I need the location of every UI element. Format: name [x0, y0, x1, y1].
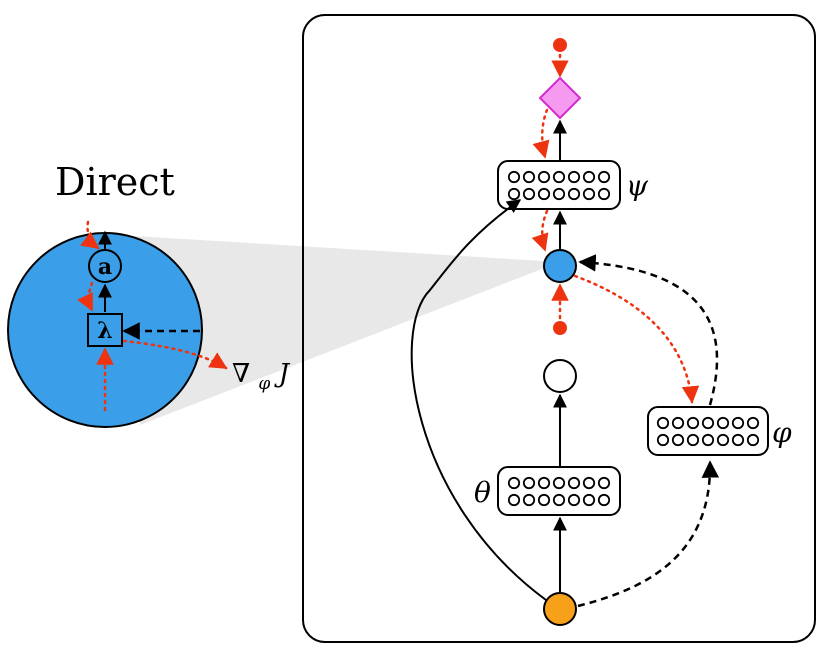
- network-phi-neurons: [656, 416, 760, 447]
- theta-neuron: [582, 493, 596, 507]
- label-phi: φ: [772, 416, 792, 449]
- gradient-label: ∇ φ J: [232, 359, 291, 396]
- pink-diamond-node: [538, 76, 582, 120]
- psi-neuron: [567, 187, 581, 201]
- psi-neuron: [537, 187, 551, 201]
- red-arrow-blue-to-phi: [573, 274, 700, 404]
- phi-neuron: [671, 433, 685, 447]
- psi-neuron: [522, 187, 536, 201]
- orange-node: [543, 592, 577, 626]
- phi-neuron: [701, 433, 715, 447]
- red-arrow-psi-to-blue: [531, 209, 549, 252]
- theta-neuron: [597, 476, 611, 490]
- phi-neuron: [746, 433, 760, 447]
- zoom-node-a: [88, 249, 122, 283]
- psi-neuron: [582, 187, 596, 201]
- psi-neuron: [597, 170, 611, 184]
- dashed-arrow-phi-to-blue: [578, 254, 719, 406]
- theta-neuron: [522, 493, 536, 507]
- dashed-arrow-orange-to-phi: [577, 460, 720, 608]
- zoom-node-a-label: a: [98, 254, 112, 280]
- theta-neuron: [537, 493, 551, 507]
- psi-neuron: [522, 170, 536, 184]
- red-dot-middle: [553, 321, 567, 335]
- label-theta: θ: [474, 476, 491, 509]
- theta-neuron: [537, 476, 551, 490]
- theta-neuron: [522, 476, 536, 490]
- network-phi: [647, 406, 769, 456]
- phi-neuron: [731, 433, 745, 447]
- network-theta-neurons: [507, 476, 611, 507]
- phi-neuron: [716, 416, 730, 430]
- psi-neuron: [552, 187, 566, 201]
- phi-neuron: [656, 433, 670, 447]
- theta-neuron: [552, 476, 566, 490]
- phi-neuron: [716, 433, 730, 447]
- phi-neuron: [656, 416, 670, 430]
- phi-neuron: [746, 416, 760, 430]
- theta-neuron: [597, 493, 611, 507]
- model-panel-frame: [302, 14, 816, 643]
- label-psi: ψ: [626, 169, 649, 202]
- red-dot-top: [553, 38, 567, 52]
- phi-neuron: [686, 416, 700, 430]
- zoom-red-arrow-in-a: [80, 220, 100, 250]
- psi-neuron: [507, 187, 521, 201]
- psi-neuron: [582, 170, 596, 184]
- red-arrow-diamond-to-psi: [532, 108, 550, 159]
- zoom-red-arrow-to-gradient: [122, 339, 228, 370]
- network-psi-neurons: [507, 170, 611, 201]
- theta-neuron: [582, 476, 596, 490]
- theta-neuron: [567, 493, 581, 507]
- theta-neuron: [567, 476, 581, 490]
- phi-neuron: [686, 433, 700, 447]
- phi-neuron: [731, 416, 745, 430]
- phi-neuron: [701, 416, 715, 430]
- theta-neuron: [507, 476, 521, 490]
- psi-neuron: [597, 187, 611, 201]
- psi-neuron: [507, 170, 521, 184]
- arrow-orange-to-psi-curve: [410, 199, 547, 601]
- phi-neuron: [671, 416, 685, 430]
- zoom-title: Direct: [55, 160, 175, 204]
- network-theta: [497, 466, 621, 516]
- theta-neuron: [507, 493, 521, 507]
- zoom-red-arrow-a-to-lambda: [77, 281, 94, 312]
- theta-neuron: [552, 493, 566, 507]
- psi-neuron: [537, 170, 551, 184]
- blue-node: [543, 249, 577, 283]
- psi-neuron: [552, 170, 566, 184]
- zoom-node-lambda-label: λ: [97, 318, 112, 344]
- psi-neuron: [567, 170, 581, 184]
- zoom-wedge: [135, 236, 560, 425]
- zoom-node-lambda: [87, 313, 123, 347]
- white-node: [543, 359, 577, 393]
